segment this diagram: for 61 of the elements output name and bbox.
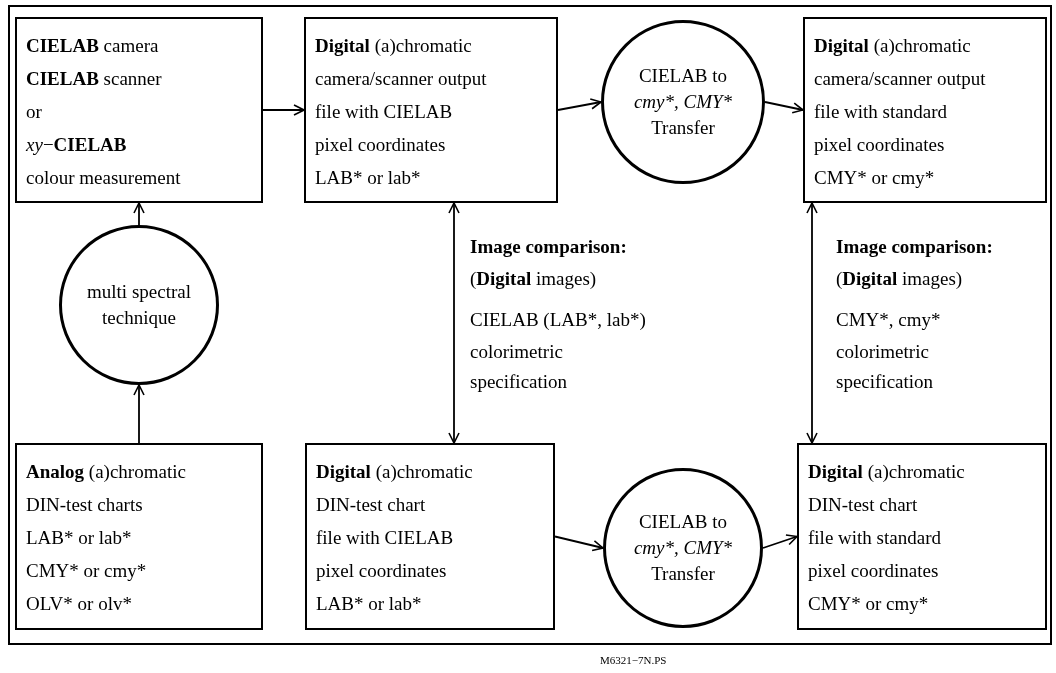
- process-box: [803, 17, 1047, 203]
- arrow: [764, 101, 804, 114]
- node-text: pixel coordinates: [316, 559, 448, 583]
- node-text: colour measurement: [26, 166, 182, 190]
- arrow: [133, 384, 145, 444]
- node-text: Transfer: [650, 116, 716, 140]
- annotation-text: CIELAB (LAB*, lab*): [470, 308, 647, 332]
- node-text: or: [26, 100, 43, 124]
- node-text: LAB* or lab*: [26, 526, 133, 550]
- node-text: xy−CIELAB: [26, 133, 128, 157]
- node-text: Digital (a)chromatic: [814, 34, 972, 58]
- node-text: cmy*, CMY*: [632, 90, 734, 114]
- node-text: camera/scanner output: [814, 67, 987, 91]
- node-text: DIN-test charts: [26, 493, 144, 517]
- arrow: [448, 202, 460, 444]
- node-text: cmy*, CMY*: [632, 536, 734, 560]
- node-text: CIELAB to: [637, 510, 729, 534]
- node-text: LAB* or lab*: [315, 166, 422, 190]
- node-text: Digital (a)chromatic: [808, 460, 966, 484]
- arrow: [133, 202, 145, 226]
- node-text: multi spectral technique: [86, 280, 192, 330]
- node-text: OLV* or olv*: [26, 592, 133, 616]
- node-text: file with standard: [814, 100, 948, 124]
- node-text: Analog (a)chromatic: [26, 460, 187, 484]
- annotation-text: CMY*, cmy*: [836, 308, 942, 332]
- arrow: [557, 98, 602, 111]
- process-box: [15, 17, 263, 203]
- node-text: CIELAB scanner: [26, 67, 163, 91]
- node-text: CIELAB camera: [26, 34, 160, 58]
- process-box: [797, 443, 1047, 630]
- node-text: pixel coordinates: [808, 559, 940, 583]
- process-box: [15, 443, 263, 630]
- node-text: pixel coordinates: [315, 133, 447, 157]
- node-text: DIN-test chart: [316, 493, 427, 517]
- file-name-note: M6321−7N.PS: [600, 653, 667, 667]
- node-text: Digital (a)chromatic: [315, 34, 473, 58]
- process-box: [304, 17, 558, 203]
- node-text: pixel coordinates: [814, 133, 946, 157]
- arrow: [262, 104, 305, 116]
- arrow: [806, 202, 818, 444]
- arrow: [762, 534, 798, 549]
- node-text: file with CIELAB: [315, 100, 454, 124]
- node-text: Transfer: [650, 562, 716, 586]
- node-text: file with CIELAB: [316, 526, 455, 550]
- annotation-text: Image comparison:: [470, 235, 628, 259]
- annotation-text: (Digital images): [836, 267, 964, 291]
- node-text: DIN-test chart: [808, 493, 919, 517]
- arrow: [554, 535, 604, 552]
- node-text: CMY* or cmy*: [808, 592, 930, 616]
- node-text: CMY* or cmy*: [26, 559, 148, 583]
- node-text: file with standard: [808, 526, 942, 550]
- node-text: Digital (a)chromatic: [316, 460, 474, 484]
- node-text: CIELAB to: [637, 64, 729, 88]
- annotation-text: colorimetric specification: [836, 340, 935, 394]
- annotation-text: (Digital images): [470, 267, 598, 291]
- annotation-text: colorimetric specification: [470, 340, 569, 394]
- node-text: CMY* or cmy*: [814, 166, 936, 190]
- annotation-text: Image comparison:: [836, 235, 994, 259]
- process-box: [305, 443, 555, 630]
- node-text: camera/scanner output: [315, 67, 488, 91]
- node-text: LAB* or lab*: [316, 592, 423, 616]
